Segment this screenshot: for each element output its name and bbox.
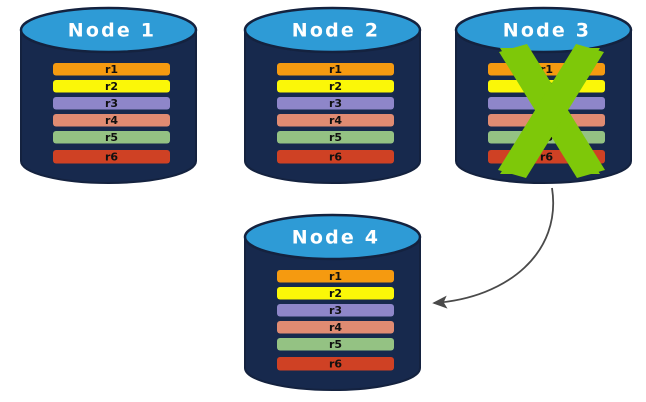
row-bar-r6[interactable]	[277, 150, 394, 164]
row-label-r2: r2	[329, 80, 342, 93]
row-label-r4: r4	[329, 321, 342, 334]
row-label-r6: r6	[329, 357, 342, 370]
row-label-r5: r5	[329, 131, 342, 144]
row-bar-r1[interactable]	[277, 63, 394, 76]
node-cylinder-node-3[interactable]: Node 3 r1 r2 r3 r4 r5 r6	[454, 6, 633, 184]
row-label-r1: r1	[105, 63, 118, 76]
row-bar-r5[interactable]	[277, 338, 394, 351]
row-bar-r6[interactable]	[53, 150, 170, 164]
arrow-node3-to-node4	[432, 187, 555, 309]
row-bar-r4[interactable]	[53, 114, 170, 127]
row-bar-r2[interactable]	[53, 80, 170, 93]
row-label-r6: r6	[329, 150, 342, 163]
row-bar-r5[interactable]	[277, 131, 394, 144]
node-label: Node 4	[292, 227, 380, 249]
node-label: Node 3	[503, 20, 591, 42]
row-label-r3: r3	[329, 97, 342, 110]
row-label-r6: r6	[540, 150, 553, 163]
row-bar-r4[interactable]	[277, 114, 394, 127]
row-stack: r1 r2 r3 r4 r5 r6	[53, 63, 170, 164]
failure-x-icon	[498, 44, 605, 178]
row-label-r2: r2	[329, 287, 342, 300]
row-label-r6: r6	[105, 150, 118, 163]
cylinder-top	[243, 213, 422, 261]
node-label: Node 1	[68, 20, 156, 42]
row-bar-r1[interactable]	[53, 63, 170, 76]
cylinder-top	[454, 6, 633, 54]
row-bar-r6[interactable]	[277, 357, 394, 371]
row-bar-r4[interactable]	[277, 321, 394, 334]
row-bar-r1[interactable]	[277, 270, 394, 283]
node-cylinder-node-2[interactable]: Node 2 r1 r2 r3 r4 r5 r6	[243, 6, 422, 184]
row-label-r3: r3	[329, 304, 342, 317]
cylinder-top	[19, 6, 198, 54]
row-label-r5: r5	[105, 131, 118, 144]
node-label: Node 2	[292, 20, 380, 42]
row-bar-r5[interactable]	[53, 131, 170, 144]
cylinder-top	[243, 6, 422, 54]
row-label-r4: r4	[105, 114, 118, 127]
row-label-r3: r3	[105, 97, 118, 110]
row-stack: r1 r2 r3 r4 r5 r6	[277, 63, 394, 164]
row-label-r1: r1	[329, 63, 342, 76]
row-bar-r2[interactable]	[277, 287, 394, 300]
row-label-r2: r2	[105, 80, 118, 93]
row-bar-r3[interactable]	[53, 97, 170, 110]
row-bar-r2[interactable]	[277, 80, 394, 93]
row-stack: r1 r2 r3 r4 r5 r6	[277, 270, 394, 371]
row-bar-r3[interactable]	[277, 97, 394, 110]
row-label-r5: r5	[329, 338, 342, 351]
row-bar-r3[interactable]	[277, 304, 394, 317]
node-cylinder-node-4[interactable]: Node 4 r1 r2 r3 r4 r5 r6	[243, 213, 422, 391]
row-label-r4: r4	[329, 114, 342, 127]
node-cylinder-node-1[interactable]: Node 1 r1 r2 r3 r4 r5 r6	[19, 6, 198, 184]
row-label-r1: r1	[329, 270, 342, 283]
